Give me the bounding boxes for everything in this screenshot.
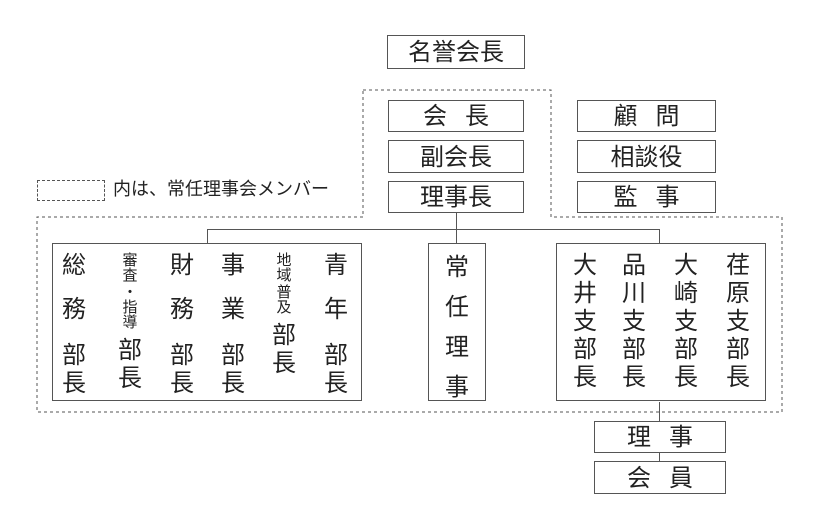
standing-director-box [428, 243, 486, 401]
department-head-2: 長 [272, 349, 296, 377]
branch-char-3: 支 [622, 307, 646, 335]
legend-text: 内は、常任理事会メンバー [113, 179, 329, 200]
connector-to-standing-director [456, 229, 457, 244]
branch-char-2: 崎 [674, 279, 698, 307]
branch-char-1: 大 [573, 251, 597, 279]
director-box: 理事 [594, 421, 726, 453]
vice-president-label: 副会長 [420, 142, 492, 171]
department-line2: 務 [62, 295, 86, 323]
department-head-1: 部 [62, 341, 86, 369]
department-line1: 青 [324, 251, 348, 279]
standing-director-char-2: 任 [445, 293, 469, 321]
branch-shinagawa: 品 川 支 部 長 [614, 253, 654, 389]
branch-char-2: 原 [726, 279, 750, 307]
auditor-label: 監事 [613, 183, 698, 211]
branch-char-3: 支 [674, 307, 698, 335]
branch-char-4: 部 [726, 335, 750, 363]
counselor-box: 相談役 [577, 140, 716, 173]
department-line2: ・指導 [122, 283, 138, 331]
department-finance: 財 務 部 長 [162, 253, 202, 395]
connector-top-vertical [456, 212, 457, 230]
chief-director-label: 理事長 [420, 183, 492, 211]
branch-char-5: 長 [674, 363, 698, 391]
department-line1: 財 [170, 251, 194, 279]
branch-char-3: 支 [573, 307, 597, 335]
department-youth: 青 年 部 長 [316, 253, 356, 395]
department-line1: 地域 [276, 251, 292, 284]
department-head-2: 長 [118, 364, 142, 392]
department-line2: 務 [170, 295, 194, 323]
chief-director-box: 理事長 [388, 181, 524, 213]
branch-char-5: 長 [622, 363, 646, 391]
department-head-1: 部 [272, 321, 296, 349]
counselor-label: 相談役 [610, 142, 683, 171]
director-label: 理事 [627, 423, 711, 451]
branch-oi: 大 井 支 部 長 [565, 253, 605, 389]
auditor-box: 監事 [577, 181, 716, 213]
branch-char-2: 井 [573, 279, 597, 307]
department-head-2: 長 [221, 369, 245, 397]
department-head-2: 長 [62, 369, 86, 397]
branch-char-4: 部 [622, 335, 646, 363]
president-label: 会長 [423, 102, 507, 130]
vice-president-box: 副会長 [388, 140, 524, 173]
department-line1: 事 [221, 251, 245, 279]
standing-director-char-4: 事 [445, 373, 469, 401]
president-box: 会長 [388, 100, 524, 132]
branch-char-1: 品 [622, 251, 646, 279]
connector-to-member [659, 452, 660, 461]
department-line2: 業 [221, 295, 245, 323]
department-business: 事 業 部 長 [213, 253, 253, 395]
member-box: 会員 [594, 461, 726, 494]
standing-director-char-1: 常 [445, 253, 469, 281]
branch-char-1: 荏 [726, 251, 750, 279]
branch-char-2: 川 [622, 279, 646, 307]
standing-director-char-3: 理 [445, 333, 469, 361]
connector-to-branches [659, 229, 660, 244]
department-head-1: 部 [118, 336, 142, 364]
department-head-2: 長 [170, 369, 194, 397]
honorary-president-box: 名誉会長 [387, 35, 525, 69]
departments-box [52, 243, 362, 401]
connector-to-director [659, 402, 660, 421]
legend-dashed-sample [37, 180, 105, 201]
department-head-1: 部 [170, 341, 194, 369]
adviser-label: 顧問 [613, 102, 698, 130]
honorary-president-label: 名誉会長 [408, 38, 504, 66]
department-review-guidance: 審査 ・指導 部 長 [110, 251, 150, 392]
branch-char-4: 部 [573, 335, 597, 363]
branch-ebara: 荏 原 支 部 長 [718, 253, 758, 389]
connector-to-departments [207, 229, 208, 244]
adviser-box: 顧問 [577, 100, 716, 132]
branch-char-5: 長 [573, 363, 597, 391]
connector-horizontal [207, 229, 660, 230]
branches-box [556, 243, 766, 401]
department-line2: 年 [324, 295, 348, 323]
branch-char-1: 大 [674, 251, 698, 279]
standing-director-text: 常 任 理 事 [437, 255, 477, 399]
department-head-1: 部 [221, 341, 245, 369]
department-line2: 普及 [276, 283, 292, 316]
member-label: 会員 [627, 463, 711, 492]
branch-char-3: 支 [726, 307, 750, 335]
branch-osaki: 大 崎 支 部 長 [666, 253, 706, 389]
department-general-affairs: 総 務 部 長 [54, 253, 94, 395]
department-head-1: 部 [324, 341, 348, 369]
department-line1: 審査 [122, 251, 138, 284]
branch-char-4: 部 [674, 335, 698, 363]
department-line1: 総 [62, 251, 86, 279]
department-head-2: 長 [324, 369, 348, 397]
department-regional-outreach: 地域 普及 部 長 [264, 251, 304, 377]
branch-char-5: 長 [726, 363, 750, 391]
